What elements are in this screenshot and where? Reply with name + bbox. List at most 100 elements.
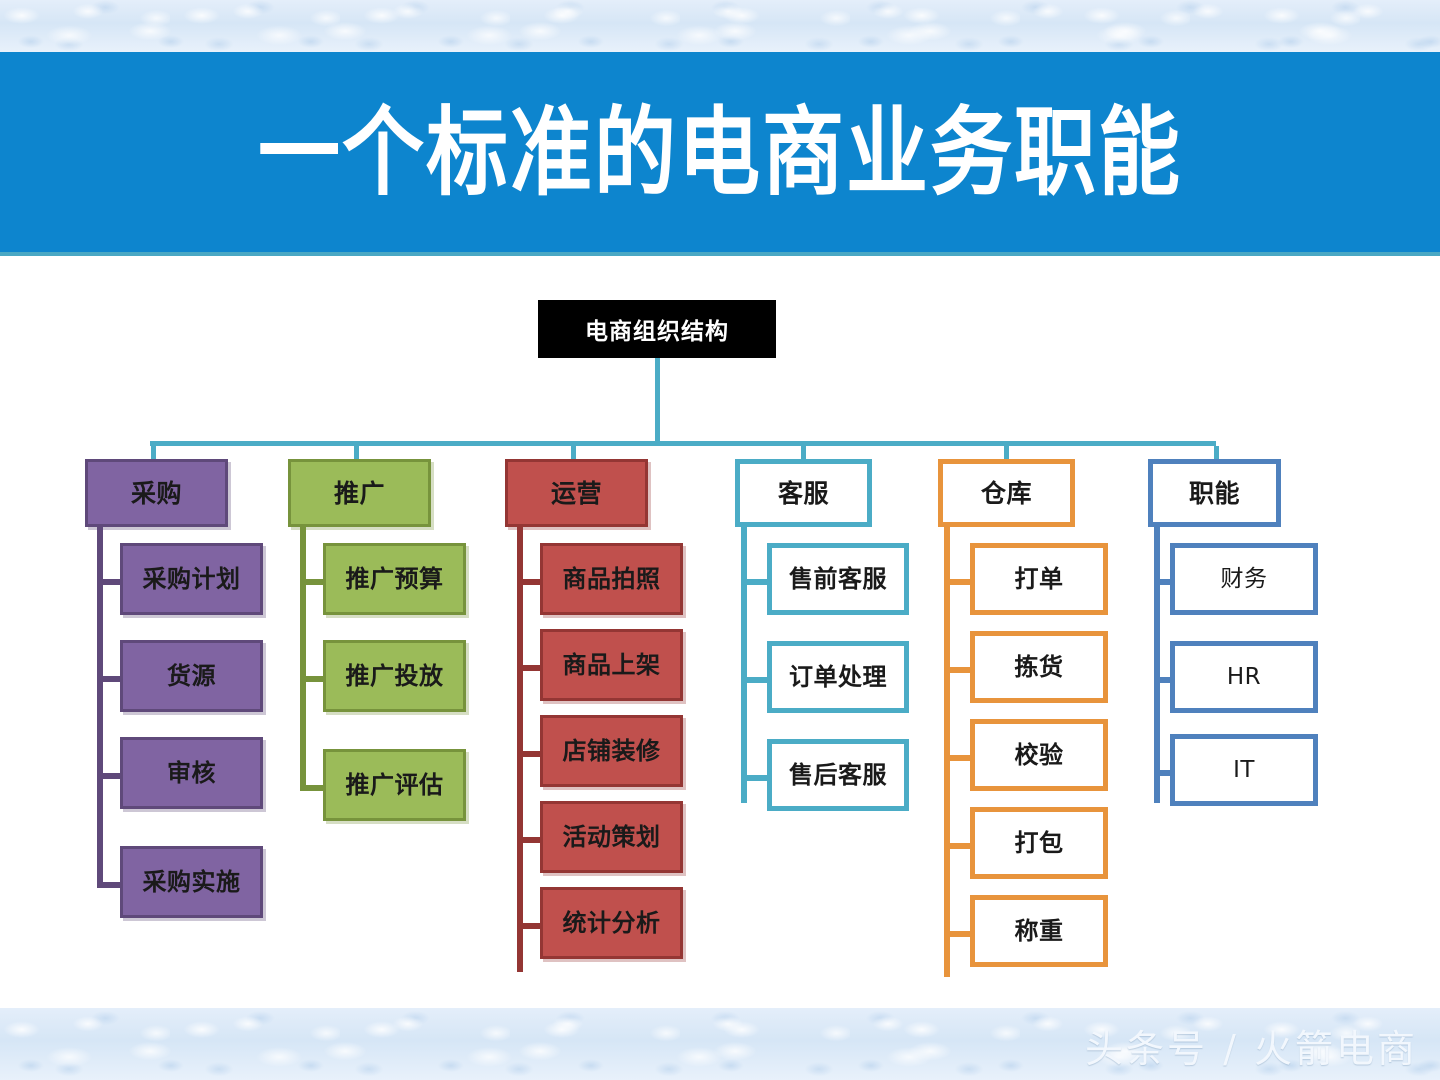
branch-node-function[interactable]: 职能	[1148, 459, 1281, 527]
elbow-customer-service-2	[741, 775, 773, 781]
child-node-purchase-2[interactable]: 审核	[120, 737, 263, 809]
drop-connector-purchase	[151, 446, 156, 459]
child-node-purchase-1[interactable]: 货源	[120, 640, 263, 712]
spine-customer-service	[741, 527, 747, 803]
elbow-function-0	[1154, 579, 1176, 585]
drop-connector-operations	[571, 446, 576, 459]
branch-node-operations[interactable]: 运营	[505, 459, 648, 527]
child-node-label: 称重	[1014, 917, 1064, 945]
branch-node-customer-service[interactable]: 客服	[735, 459, 872, 527]
child-node-label: 拣货	[1014, 653, 1064, 681]
child-node-function-1[interactable]: HR	[1170, 641, 1318, 713]
child-node-warehouse-2[interactable]: 校验	[970, 719, 1108, 791]
child-node-label: 店铺装修	[562, 737, 661, 765]
child-node-customer-service-2[interactable]: 售后客服	[767, 739, 909, 811]
child-node-operations-4[interactable]: 统计分析	[540, 887, 683, 959]
child-node-label: 校验	[1014, 741, 1064, 769]
child-node-label: 采购实施	[142, 868, 241, 896]
child-node-operations-1[interactable]: 商品上架	[540, 629, 683, 701]
child-node-label: 推广投放	[345, 662, 444, 690]
branch-node-label: 运营	[550, 478, 602, 508]
child-node-warehouse-3[interactable]: 打包	[970, 807, 1108, 879]
child-node-label: 售后客服	[789, 761, 887, 789]
child-node-purchase-0[interactable]: 采购计划	[120, 543, 263, 615]
child-node-label: 审核	[167, 759, 216, 787]
child-node-label: HR	[1226, 663, 1262, 690]
branch-node-warehouse[interactable]: 仓库	[938, 459, 1075, 527]
child-node-promotion-2[interactable]: 推广评估	[323, 749, 466, 821]
elbow-warehouse-3	[944, 843, 976, 849]
elbow-customer-service-1	[741, 677, 773, 683]
elbow-purchase-1	[97, 676, 120, 682]
child-node-label: 订单处理	[789, 663, 887, 691]
branch-node-purchase[interactable]: 采购	[85, 459, 228, 527]
drop-connector-promotion	[354, 446, 359, 459]
elbow-warehouse-1	[944, 667, 976, 673]
child-node-operations-2[interactable]: 店铺装修	[540, 715, 683, 787]
child-node-label: 货源	[167, 662, 216, 690]
elbow-promotion-1	[300, 676, 323, 682]
child-node-customer-service-1[interactable]: 订单处理	[767, 641, 909, 713]
root-node[interactable]: 电商组织结构	[538, 300, 776, 358]
elbow-warehouse-2	[944, 755, 976, 761]
elbow-function-2	[1154, 770, 1176, 776]
root-node-label: 电商组织结构	[585, 319, 729, 345]
child-node-label: 统计分析	[562, 909, 661, 937]
child-node-warehouse-1[interactable]: 拣货	[970, 631, 1108, 703]
elbow-operations-4	[517, 923, 540, 929]
child-node-operations-3[interactable]: 活动策划	[540, 801, 683, 873]
elbow-operations-3	[517, 837, 540, 843]
child-node-promotion-0[interactable]: 推广预算	[323, 543, 466, 615]
child-node-label: 推广预算	[345, 565, 444, 593]
elbow-customer-service-0	[741, 579, 773, 585]
elbow-operations-2	[517, 751, 540, 757]
branch-node-label: 职能	[1188, 478, 1240, 508]
title-banner: 一个标准的电商业务职能	[0, 52, 1440, 256]
elbow-purchase-3	[97, 882, 120, 888]
drop-connector-function	[1214, 446, 1219, 459]
drop-connector-customer-service	[801, 446, 806, 459]
child-node-warehouse-4[interactable]: 称重	[970, 895, 1108, 967]
page-title: 一个标准的电商业务职能	[257, 97, 1182, 210]
spine-function	[1154, 527, 1160, 803]
spine-warehouse	[944, 527, 950, 977]
elbow-promotion-2	[300, 785, 323, 791]
child-node-label: 打单	[1014, 565, 1064, 593]
spine-operations	[517, 527, 523, 972]
bottom-texture-band	[0, 1008, 1440, 1080]
child-node-operations-0[interactable]: 商品拍照	[540, 543, 683, 615]
child-node-label: 商品拍照	[562, 565, 661, 593]
child-node-label: 售前客服	[789, 565, 887, 593]
child-node-purchase-3[interactable]: 采购实施	[120, 846, 263, 918]
branch-node-label: 客服	[777, 478, 829, 508]
child-node-promotion-1[interactable]: 推广投放	[323, 640, 466, 712]
horizontal-bus-connector	[150, 441, 1216, 446]
child-node-label: 活动策划	[562, 823, 661, 851]
org-chart: 电商组织结构 采购 采购计划 货源 审核 采购实施	[0, 256, 1440, 1008]
branch-node-label: 仓库	[980, 478, 1032, 508]
branch-node-label: 推广	[333, 478, 385, 508]
child-node-label: 商品上架	[562, 651, 661, 679]
elbow-function-1	[1154, 677, 1176, 683]
branch-node-label: 采购	[130, 478, 182, 508]
elbow-operations-0	[517, 579, 540, 585]
spine-purchase	[97, 527, 103, 888]
child-node-label: IT	[1233, 756, 1255, 783]
elbow-promotion-0	[300, 579, 323, 585]
child-node-label: 采购计划	[142, 565, 241, 593]
child-node-warehouse-0[interactable]: 打单	[970, 543, 1108, 615]
child-node-label: 财务	[1220, 565, 1268, 592]
child-node-label: 打包	[1014, 829, 1064, 857]
child-node-function-2[interactable]: IT	[1170, 734, 1318, 806]
drop-connector-warehouse	[1004, 446, 1009, 459]
elbow-warehouse-4	[944, 931, 976, 937]
child-node-label: 推广评估	[345, 771, 444, 799]
root-stem-connector	[655, 358, 660, 441]
child-node-function-0[interactable]: 财务	[1170, 543, 1318, 615]
footer-watermark: 头条号 / 火箭电商	[1085, 1027, 1418, 1071]
top-texture-band	[0, 0, 1440, 52]
branch-node-promotion[interactable]: 推广	[288, 459, 431, 527]
elbow-purchase-2	[97, 773, 120, 779]
child-node-customer-service-0[interactable]: 售前客服	[767, 543, 909, 615]
